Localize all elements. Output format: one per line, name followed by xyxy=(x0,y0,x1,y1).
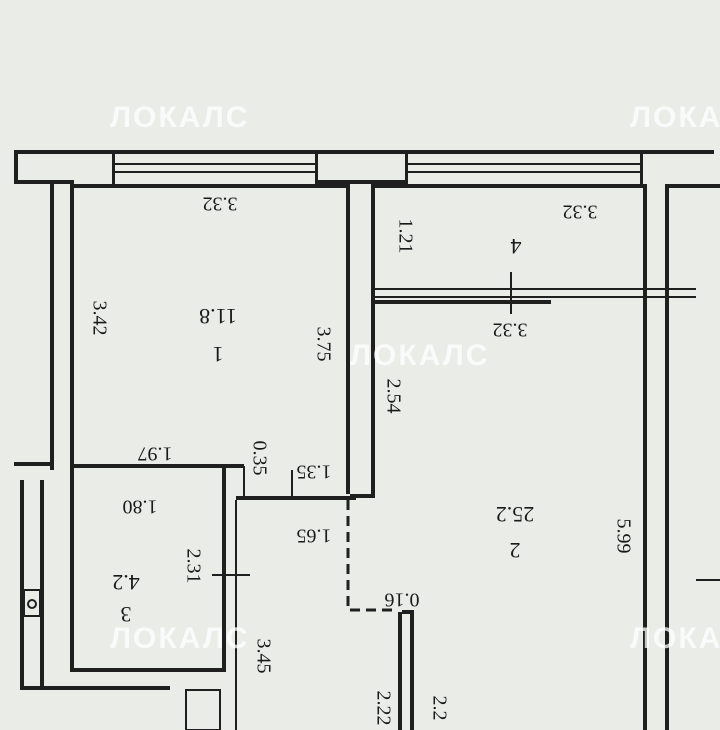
corridor-right-dim: 2.2 xyxy=(428,696,450,721)
room-3-wall-dim: 0.35 xyxy=(248,441,270,476)
room-1-area: 11.8 xyxy=(199,304,237,329)
corridor-dim: 3.45 xyxy=(252,639,274,674)
room-2-number: 2 xyxy=(510,538,521,563)
walls xyxy=(14,150,720,730)
room-2-step-dim: 0.16 xyxy=(385,588,420,610)
room-1-number: 1 xyxy=(213,342,224,367)
watermark-text: ЛОКАЛС xyxy=(630,101,720,134)
corridor: 3.45 2.22 2.2 xyxy=(252,639,450,726)
door-opening-line xyxy=(346,500,398,612)
watermark-text: ЛОКАЛС xyxy=(630,622,720,655)
watermark-text: ЛОКАЛС xyxy=(110,101,249,134)
room-2-height-dim: 5.99 xyxy=(612,519,634,554)
room-4-side-dim: 1.21 xyxy=(394,219,416,254)
watermark-text: ЛОКАЛС xyxy=(110,622,249,655)
room-1-width-dim: 3.32 xyxy=(203,192,238,214)
room-3: 1.80 2.31 1.97 0.35 4.2 3 xyxy=(112,441,270,627)
room-4-number: 4 xyxy=(511,234,522,259)
room-3-height-dim: 2.31 xyxy=(182,549,204,584)
watermark-text: ЛОКАЛС xyxy=(350,339,489,372)
room-2-door-dim: 1.65 xyxy=(297,524,332,546)
room-4-top-dim: 3.32 xyxy=(563,200,598,222)
room-2-wall-dim: 1.35 xyxy=(297,460,332,482)
room-2-area: 25.2 xyxy=(496,502,535,527)
room-3-number: 3 xyxy=(121,602,132,627)
room-2-left-dim: 2.54 xyxy=(382,379,404,414)
room-3-top-dim: 1.97 xyxy=(138,442,173,464)
room-3-width-dim: 1.80 xyxy=(123,495,158,517)
room-4: 3.32 1.21 3.32 4 xyxy=(394,200,597,340)
room-1-inner-dim: 3.75 xyxy=(312,327,334,362)
watermarks: ЛОКАЛС ЛОКАЛС ЛОКАЛС ЛОКАЛС ЛОКАЛС xyxy=(110,101,720,655)
room-3-area: 4.2 xyxy=(112,570,140,595)
room-1: 3.32 3.42 3.75 11.8 1 xyxy=(88,192,334,367)
room-2: 2.54 5.99 1.35 1.65 0.16 25.2 2 xyxy=(297,379,635,611)
dimension-ticks xyxy=(212,272,720,581)
room-1-height-dim: 3.42 xyxy=(88,301,110,336)
corridor-wall-dim: 2.22 xyxy=(372,691,394,726)
room-4-bottom-dim: 3.32 xyxy=(493,318,528,340)
